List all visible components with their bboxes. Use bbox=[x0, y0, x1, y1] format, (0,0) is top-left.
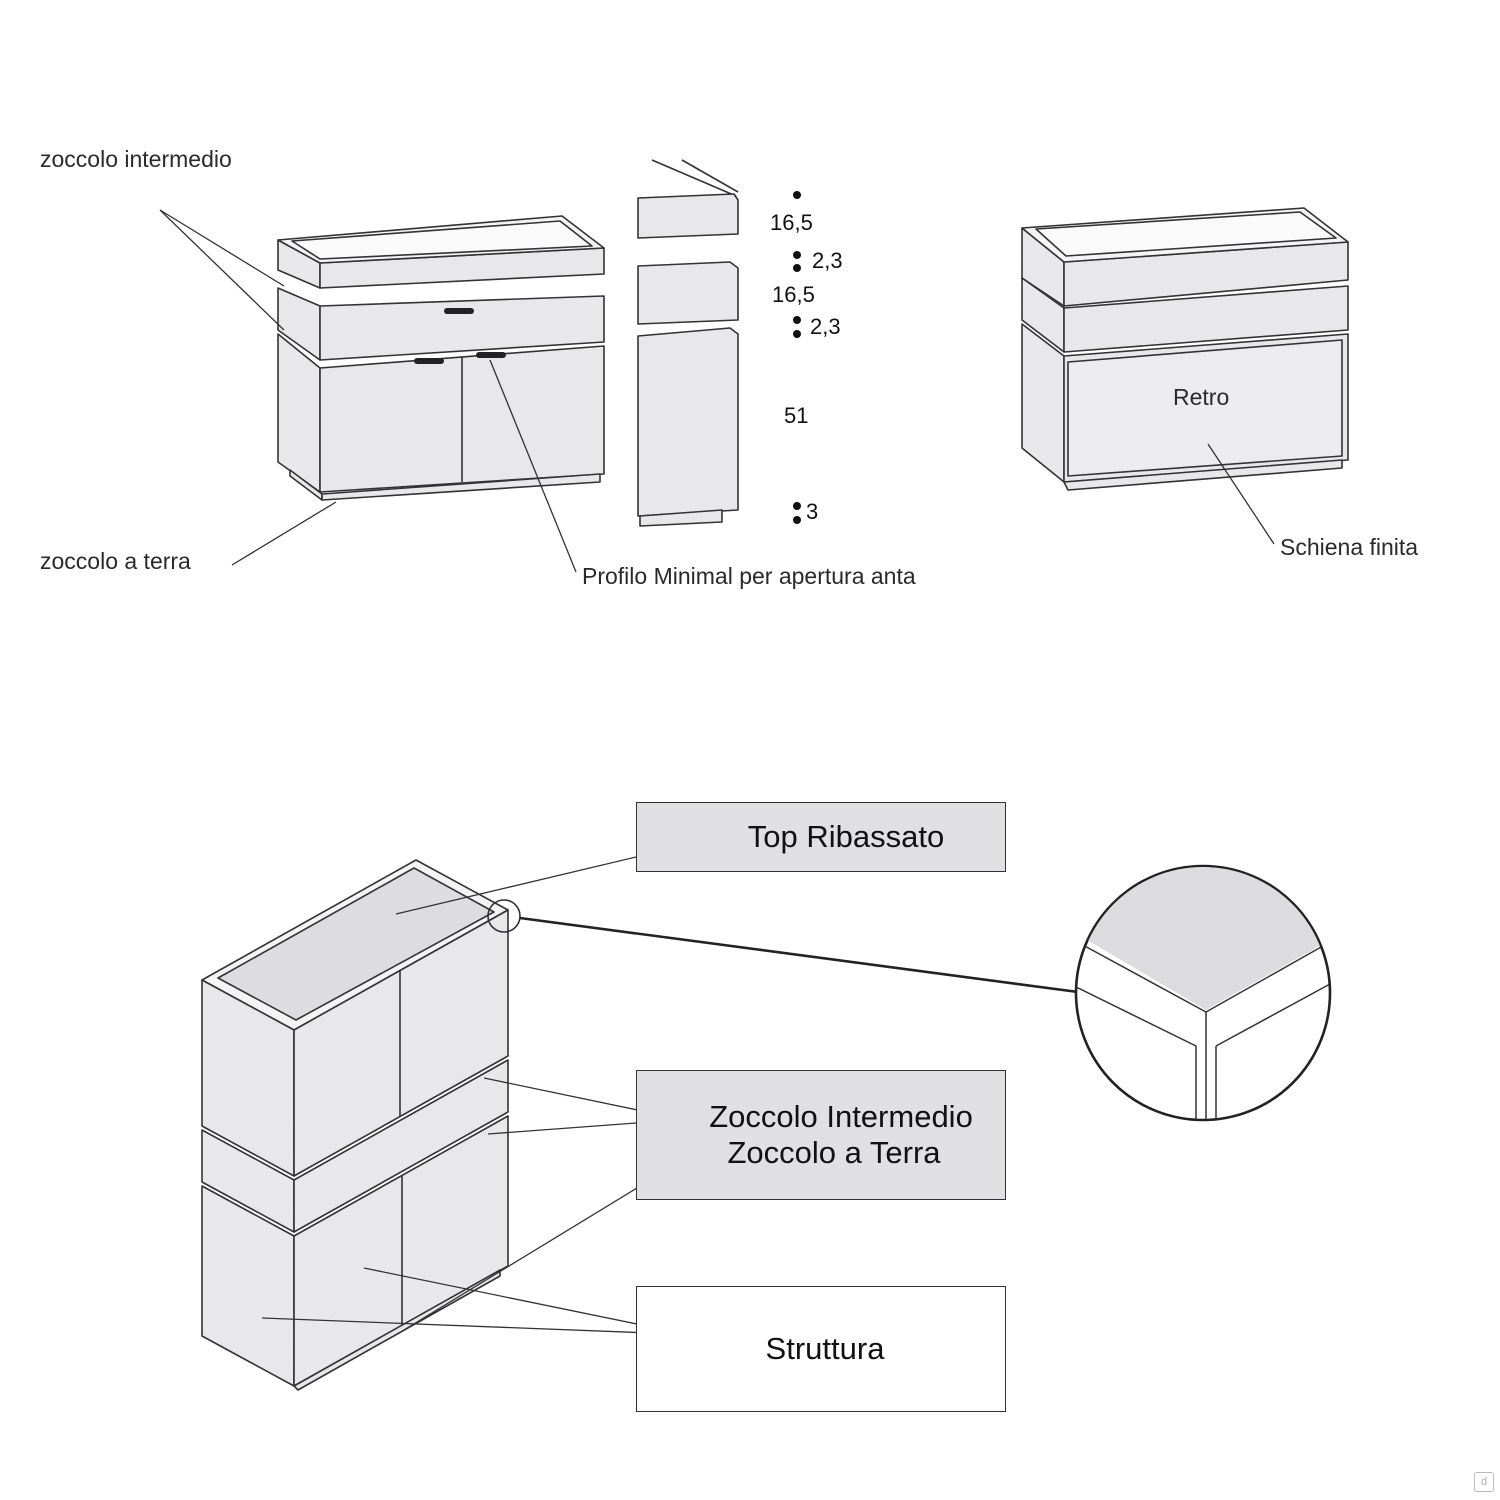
rear-sideboard-drawing bbox=[1021, 207, 1349, 491]
callout-zoccolo-intermedio-text: Zoccolo Intermedio bbox=[709, 1099, 973, 1134]
callout-zoccoli: Zoccolo Intermedio Zoccolo a Terra bbox=[636, 1070, 1006, 1200]
dim-16-5-middle: 16,5 bbox=[772, 282, 815, 307]
callout-struttura-text: Struttura bbox=[765, 1331, 885, 1366]
watermark-icon: d bbox=[1474, 1472, 1494, 1492]
corner-detail-zoom bbox=[1074, 864, 1332, 1122]
dim-16-5-top: 16,5 bbox=[770, 210, 813, 235]
stacked-cabinet-drawing bbox=[201, 859, 509, 1391]
callout-top-ribassato: Top Ribassato bbox=[636, 802, 1006, 872]
callout-top-ribassato-text: Top Ribassato bbox=[747, 819, 945, 854]
dim-2-3-top: 2,3 bbox=[812, 248, 843, 273]
dim-51: 51 bbox=[784, 403, 809, 428]
label-zoccolo-a-terra: zoccolo a terra bbox=[40, 548, 191, 574]
label-schiena-finita: Schiena finita bbox=[1280, 534, 1419, 560]
label-profilo-minimal: Profilo Minimal per apertura anta bbox=[582, 563, 916, 589]
dim-3: 3 bbox=[806, 499, 819, 524]
side-section-drawing bbox=[637, 159, 739, 527]
label-zoccolo-intermedio: zoccolo intermedio bbox=[40, 146, 232, 172]
callout-zoccolo-a-terra-text: Zoccolo a Terra bbox=[727, 1135, 941, 1170]
label-retro: Retro bbox=[1173, 384, 1230, 410]
dimension-markers bbox=[793, 191, 801, 524]
callout-struttura: Struttura bbox=[636, 1286, 1006, 1412]
dim-2-3-middle: 2,3 bbox=[810, 314, 841, 339]
front-sideboard-drawing bbox=[277, 215, 605, 501]
